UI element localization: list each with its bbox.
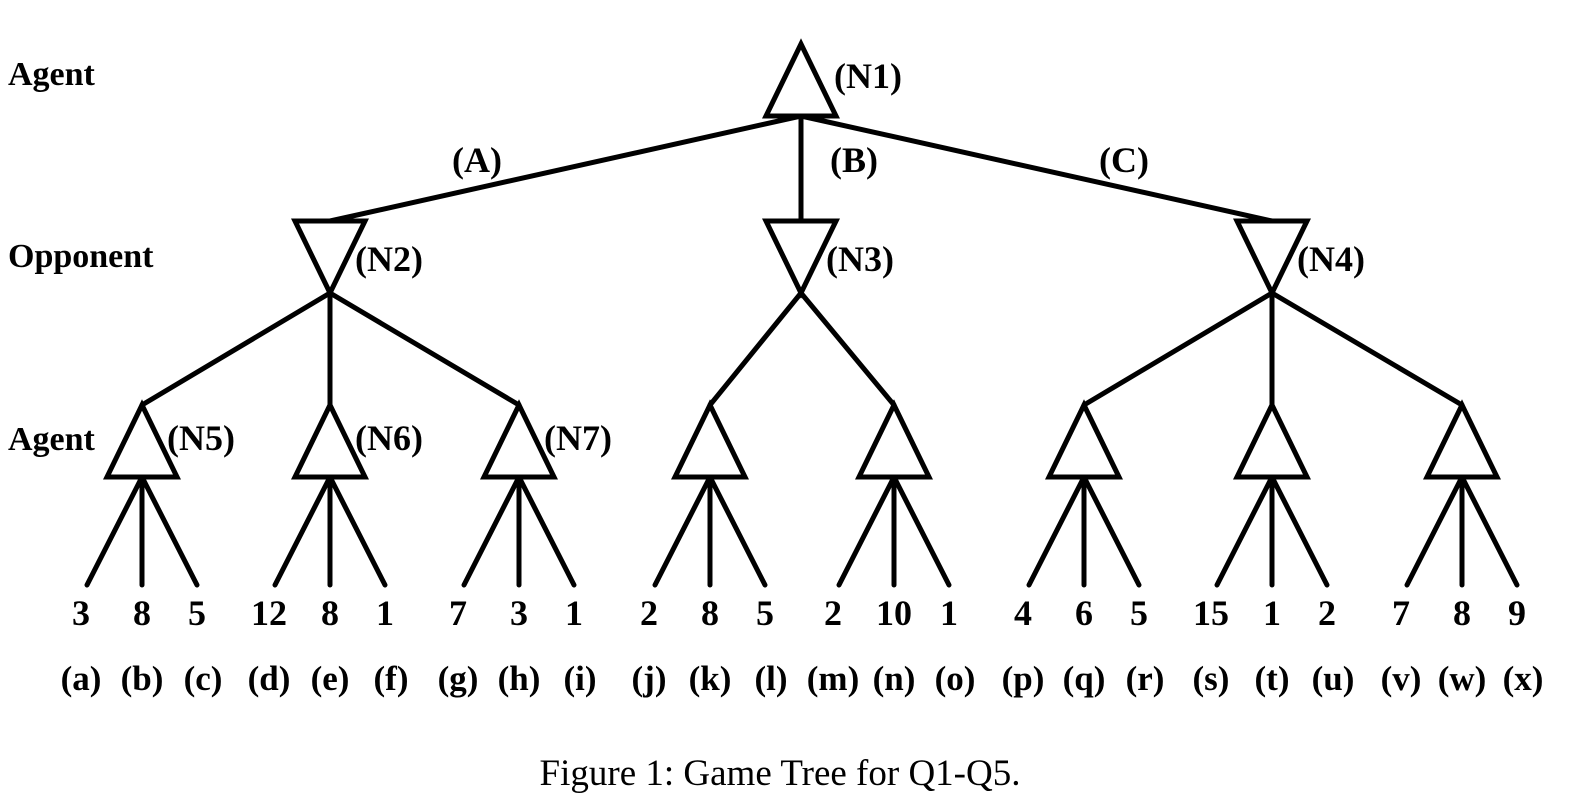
leaf-label: (k) <box>689 659 732 698</box>
leaf-value: 8 <box>1453 593 1471 633</box>
leaf-label: (m) <box>807 659 859 698</box>
leaf-value: 2 <box>1318 593 1336 633</box>
leaf-value: 9 <box>1508 593 1526 633</box>
max-node-2-1 <box>671 399 749 480</box>
node-label-max-1-3: (N7) <box>544 418 612 458</box>
leaf-label: (h) <box>498 659 541 698</box>
leaf-label: (p) <box>1002 659 1045 698</box>
edge-to-leaf-(v) <box>1404 474 1465 588</box>
edge-to-leaf-(p) <box>1026 474 1087 588</box>
min-node-1 <box>291 218 369 299</box>
edge-to-leaf-(j) <box>652 474 713 588</box>
leaf-label: (v) <box>1381 659 1422 698</box>
leaf-value: 15 <box>1193 593 1229 633</box>
leaf-value: 1 <box>565 593 583 633</box>
max-node-1-2 <box>291 399 369 480</box>
leaf-label: (w) <box>1438 659 1487 698</box>
role-label-1: Agent <box>8 56 96 93</box>
leaf-label: (j) <box>632 659 667 698</box>
leaf-label: (g) <box>438 659 479 698</box>
leaf-value: 10 <box>876 593 912 633</box>
node-label-max-1-2: (N6) <box>355 418 423 458</box>
leaf-value: 3 <box>510 593 528 633</box>
leaf-label: (c) <box>184 659 223 698</box>
leaf-value: 8 <box>701 593 719 633</box>
leaf-label: (s) <box>1193 659 1230 698</box>
leaf-value: 1 <box>940 593 958 633</box>
leaf-label: (l) <box>754 659 787 698</box>
edge-to-leaf-(o) <box>891 474 952 588</box>
edge-label-3: (C) <box>1099 140 1149 180</box>
node-label-min-3: (N4) <box>1297 239 1365 279</box>
edge-to-leaf-(x) <box>1459 474 1520 588</box>
leaf-value: 1 <box>376 593 394 633</box>
node-label-min-2: (N3) <box>826 239 894 279</box>
leaf-value: 5 <box>188 593 206 633</box>
edge-min-1-to-max-3 <box>327 290 522 408</box>
leaf-value: 4 <box>1014 593 1032 633</box>
leaf-label: (u) <box>1312 659 1355 698</box>
role-label-3: Agent <box>8 421 96 458</box>
max-node-3-1 <box>1045 399 1123 480</box>
edge-min-2-to-max-2 <box>798 290 897 408</box>
figure-caption: Figure 1: Game Tree for Q1-Q5. <box>540 753 1021 794</box>
leaf-value: 8 <box>133 593 151 633</box>
max-node-3-3 <box>1423 399 1501 480</box>
leaf-value: 8 <box>321 593 339 633</box>
leaf-label: (t) <box>1255 659 1290 698</box>
edge-to-leaf-(l) <box>707 474 768 588</box>
min-node-2 <box>762 218 840 299</box>
min-node-3 <box>1233 218 1311 299</box>
role-label-2: Opponent <box>8 238 154 275</box>
node-label-root: (N1) <box>834 56 902 96</box>
edge-to-leaf-(g) <box>461 474 522 588</box>
leaf-label: (q) <box>1063 659 1106 698</box>
edge-root-to-min-3 <box>798 113 1275 224</box>
edge-to-leaf-(f) <box>327 474 388 588</box>
edge-to-leaf-(u) <box>1269 474 1330 588</box>
root-max-node <box>762 38 840 119</box>
leaf-value: 7 <box>1392 593 1410 633</box>
edge-root-to-min-1 <box>327 113 804 224</box>
leaf-value: 1 <box>1263 593 1281 633</box>
leaf-label: (r) <box>1126 659 1165 698</box>
leaf-label: (i) <box>563 659 596 698</box>
leaf-label: (n) <box>873 659 916 698</box>
leaf-label: (o) <box>935 659 976 698</box>
leaf-value: 6 <box>1075 593 1093 633</box>
leaf-value: 7 <box>449 593 467 633</box>
leaf-value: 3 <box>72 593 90 633</box>
leaf-value: 2 <box>640 593 658 633</box>
leaf-label: (e) <box>311 659 350 698</box>
leaf-value: 2 <box>824 593 842 633</box>
node-label-max-1-1: (N5) <box>167 418 235 458</box>
edge-label-1: (A) <box>452 140 502 180</box>
max-node-1-3 <box>480 399 558 480</box>
leaf-value: 5 <box>756 593 774 633</box>
edge-to-leaf-(a) <box>84 474 145 588</box>
leaf-label: (x) <box>1503 659 1544 698</box>
edge-min-3-to-max-1 <box>1081 290 1275 408</box>
leaf-label: (f) <box>374 659 409 698</box>
edge-min-3-to-max-3 <box>1269 290 1465 408</box>
edge-label-2: (B) <box>830 140 878 180</box>
edge-to-leaf-(s) <box>1214 474 1275 588</box>
edge-to-leaf-(m) <box>836 474 897 588</box>
leaf-label: (b) <box>121 659 164 698</box>
max-node-3-2 <box>1233 399 1311 480</box>
leaf-value: 12 <box>251 593 287 633</box>
max-node-2-2 <box>855 399 933 480</box>
leaf-label: (a) <box>61 659 102 698</box>
leaf-label: (d) <box>248 659 291 698</box>
edge-to-leaf-(d) <box>272 474 333 588</box>
edge-to-leaf-(r) <box>1081 474 1142 588</box>
node-label-min-1: (N2) <box>355 239 423 279</box>
edge-min-2-to-max-1 <box>707 290 804 408</box>
edge-min-1-to-max-1 <box>139 290 333 408</box>
max-node-1-1 <box>103 399 181 480</box>
edge-to-leaf-(c) <box>139 474 200 588</box>
leaf-value: 5 <box>1130 593 1148 633</box>
edge-to-leaf-(i) <box>516 474 577 588</box>
